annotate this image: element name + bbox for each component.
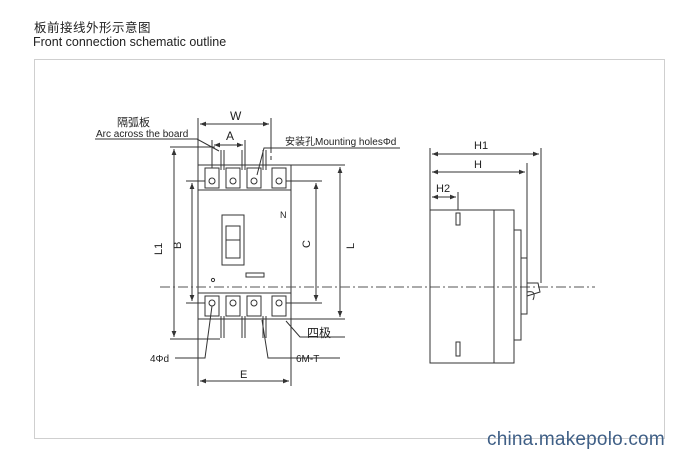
leader-screw [261, 319, 340, 359]
drawing-frame [34, 59, 665, 439]
breaker-handle [221, 214, 245, 266]
diagram-title-en: Front connection schematic outline [33, 35, 227, 49]
label-H2: H2 [436, 183, 450, 195]
label-N: N [280, 210, 287, 220]
leader-arc-board [95, 138, 220, 152]
bottom-terminals [204, 295, 287, 317]
leader-four-pole [285, 320, 345, 338]
watermark-text: china.makepolo.com [487, 429, 665, 450]
side-view [429, 148, 542, 364]
label-four-pole: 四极 [307, 326, 331, 340]
label-B: B [172, 242, 184, 249]
diagram-title-cn: 板前接线外形示意图 [34, 21, 152, 35]
label-mounting-holes: 安装孔Mounting holesΦd [285, 135, 396, 148]
label-H: H [474, 159, 482, 171]
label-arc-board-cn: 隔弧板 [117, 115, 150, 129]
label-A: A [226, 129, 234, 143]
label-C: C [301, 240, 313, 248]
leader-4phi [175, 305, 213, 359]
label-arc-board-en: Arc across the board [96, 129, 188, 140]
label-W: W [230, 109, 242, 123]
leader-mounting-holes [256, 147, 400, 176]
front-view [95, 118, 595, 386]
label-E: E [240, 369, 247, 381]
top-terminals [204, 167, 287, 189]
label-screw: 6M-T [296, 354, 319, 365]
label-L: L [345, 243, 357, 249]
label-H1: H1 [474, 140, 488, 152]
label-4phi: 4Φd [150, 354, 169, 365]
label-L1: L1 [153, 243, 165, 255]
